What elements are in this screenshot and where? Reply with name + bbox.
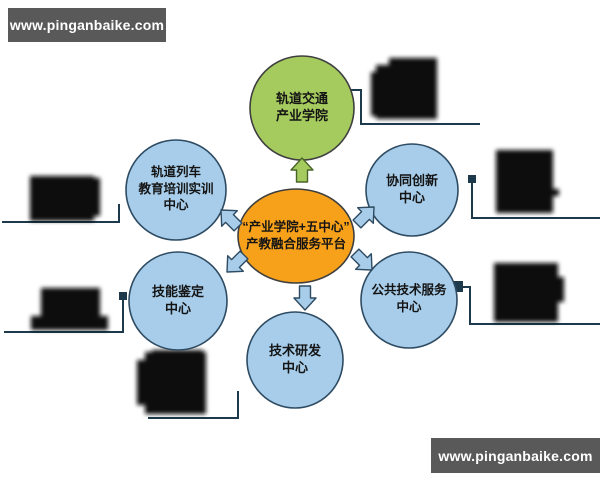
node-label-line: 轨道交通 <box>275 91 328 106</box>
node-label-line: 协同创新 <box>385 173 438 188</box>
connector-node-public <box>454 281 463 292</box>
redacted-label-right-upper <box>496 150 559 213</box>
connector-skill-label <box>4 299 124 333</box>
node-label-line: 中心 <box>164 301 191 317</box>
connector-rd-label <box>148 391 239 419</box>
node-label-line: 中心 <box>396 299 422 314</box>
node-label-line: 中心 <box>163 198 189 212</box>
node-label-center-platform: “产业学院+五中心” 产教融合服务平台 <box>221 219 371 252</box>
node-label-rail-transit-college: 轨道交通 产业学院 <box>232 90 372 124</box>
node-technology-rd-center <box>246 311 344 409</box>
connector-college-label <box>345 89 480 125</box>
arrow-to-public-service-center-icon <box>350 248 373 271</box>
arrow-to-collab-center-icon <box>352 206 375 229</box>
node-label-skill-appraisal-center: 技能鉴定 中心 <box>108 283 248 317</box>
node-label-line: 技术研发 <box>268 343 321 358</box>
watermark-banner-bottom: www.pinganbaike.com <box>431 438 600 473</box>
node-public-technical-service-center <box>360 251 458 349</box>
connector-node-collab <box>468 175 476 183</box>
connector-training-label <box>2 204 120 223</box>
redacted-label-bottom-left <box>137 350 206 414</box>
connector-collab-label <box>471 183 600 219</box>
node-collaborative-innovation-center <box>365 143 459 237</box>
arrow-to-rd-center-icon <box>293 285 317 311</box>
node-label-line: 中心 <box>281 360 308 376</box>
redacted-label-top-right <box>371 58 437 119</box>
watermark-text: www.pinganbaike.com <box>9 17 165 33</box>
node-label-line: 轨道列车 <box>150 165 201 179</box>
node-skill-appraisal-center <box>128 251 228 351</box>
node-label-line: “产业学院+五中心” <box>242 220 350 234</box>
node-label-rail-train-education-training: 轨道列车 教育培训实训 中心 <box>106 164 246 214</box>
redacted-label-right-lower <box>494 263 564 322</box>
node-label-line: 公共技术服务 <box>371 283 447 297</box>
node-rail-train-education-training <box>125 139 227 241</box>
node-label-public-technical-service-center: 公共技术服务 中心 <box>334 282 484 315</box>
arrow-to-training-center-icon <box>220 209 243 232</box>
connector-node-skill <box>119 292 127 300</box>
arrow-to-skill-center-icon <box>226 250 249 273</box>
watermark-text: www.pinganbaike.com <box>438 447 593 464</box>
redacted-label-left-lower <box>31 288 108 330</box>
node-label-collaborative-innovation-center: 协同创新 中心 <box>342 172 482 206</box>
node-label-technology-rd-center: 技术研发 中心 <box>225 342 365 376</box>
node-label-line: 中心 <box>398 190 425 206</box>
connector-public-label <box>461 286 600 325</box>
redacted-label-left-upper <box>30 176 100 221</box>
node-label-line: 产业学院 <box>275 108 328 124</box>
node-label-line: 教育培训实训 <box>138 181 214 196</box>
node-center-platform <box>237 188 355 284</box>
node-label-line: 产教融合服务平台 <box>245 236 346 251</box>
node-label-line: 技能鉴定 <box>151 284 204 299</box>
watermark-banner-top: www.pinganbaike.com <box>8 8 166 42</box>
arrow-to-college-icon <box>290 157 314 183</box>
